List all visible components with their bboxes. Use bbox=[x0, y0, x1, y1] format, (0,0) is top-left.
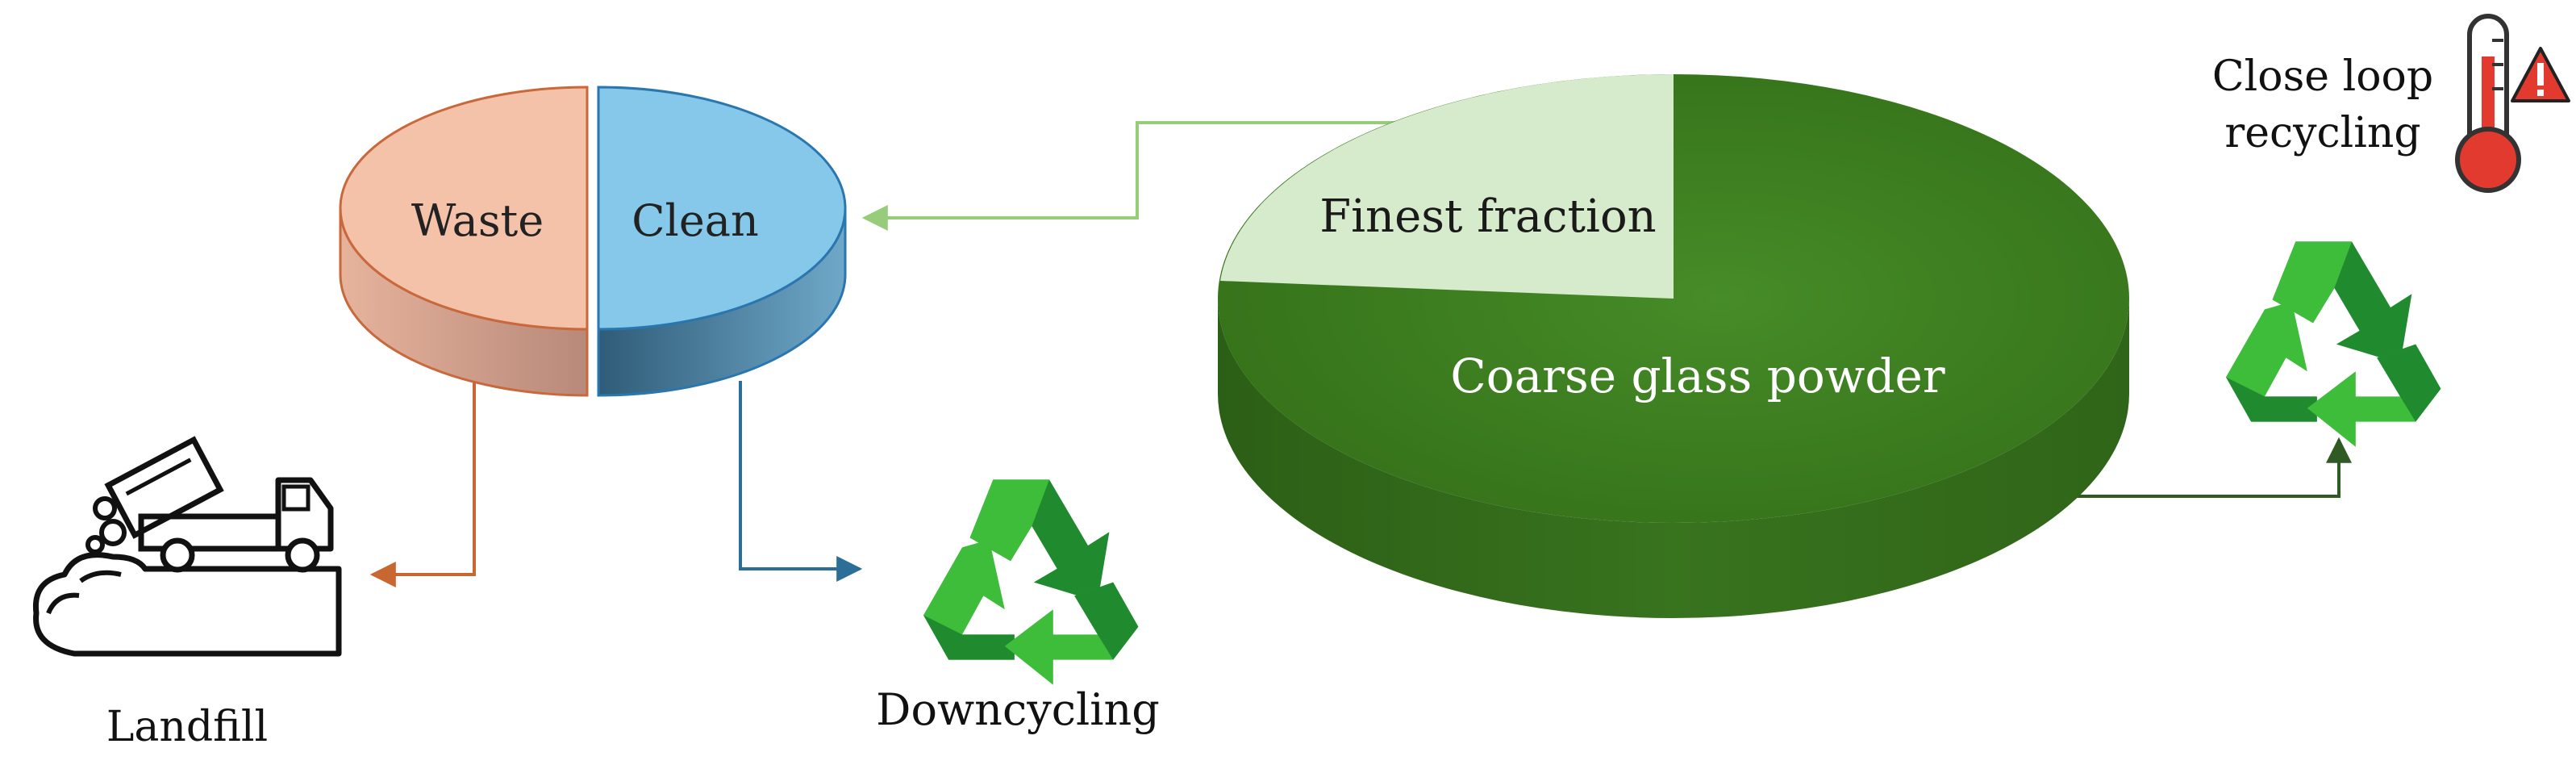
arrow-waste-to-landfill bbox=[369, 381, 476, 587]
clean-label: Clean bbox=[631, 195, 759, 246]
waste-label: Waste bbox=[411, 195, 544, 246]
coarse-glass-powder-label: Coarse glass powder bbox=[1450, 349, 1945, 403]
arrow-coarse-to-closeloop bbox=[2077, 437, 2352, 498]
dump-truck-icon bbox=[32, 436, 342, 657]
waste-clean-disc: Waste Clean bbox=[339, 86, 847, 397]
landfill-label: Landfill bbox=[106, 703, 268, 751]
downcycling-label: Downcycling bbox=[876, 684, 1160, 735]
arrow-finest-to-clean bbox=[861, 121, 1407, 231]
downcycling-recycle-icon bbox=[923, 479, 1139, 685]
glass-powder-disc: Finest fraction Coarse glass powder bbox=[1218, 74, 2129, 618]
close-loop-label-line2: recycling bbox=[2224, 109, 2420, 157]
arrow-clean-to-downcycling bbox=[739, 381, 863, 582]
waste-slice bbox=[339, 86, 589, 331]
thermometer-warning-icon bbox=[2455, 14, 2570, 193]
clean-slice bbox=[597, 86, 847, 331]
close-loop-label-line1: Close loop bbox=[2212, 52, 2433, 101]
closeloop-recycle-icon bbox=[2226, 241, 2441, 447]
finest-fraction-label: Finest fraction bbox=[1319, 190, 1656, 243]
coarse-disc-side bbox=[1218, 299, 2129, 618]
finest-slice bbox=[1220, 74, 1674, 299]
